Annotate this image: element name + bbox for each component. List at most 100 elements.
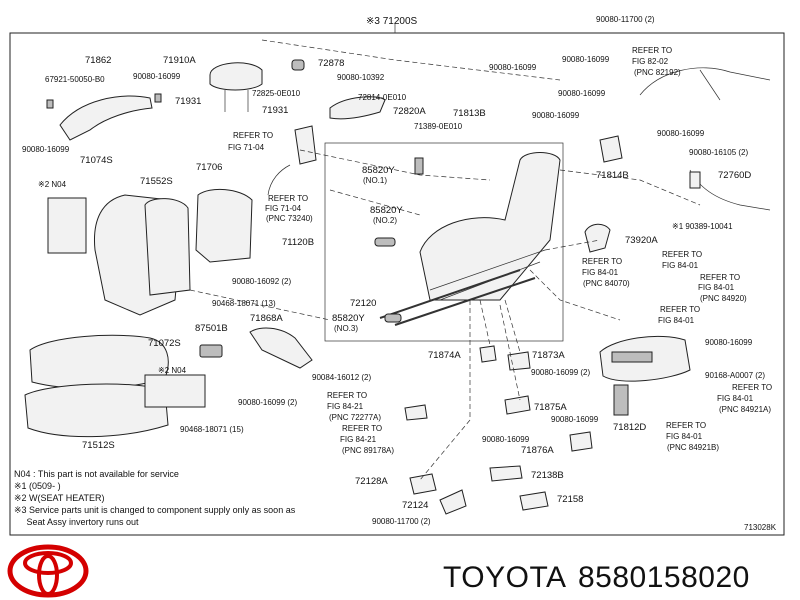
note-line: Seat Assy invertory runs out	[14, 517, 139, 527]
part-label: 73920A	[625, 235, 658, 246]
seat-belt-buckle	[294, 125, 317, 165]
diagram-frame	[9, 32, 785, 536]
ref-label: REFER TO	[342, 424, 382, 433]
ref-label: (PNC 84070)	[583, 279, 630, 288]
part-71873a	[507, 351, 531, 371]
side-cover-71862	[59, 95, 153, 141]
ref-label: REFER TO	[660, 305, 700, 314]
part-label: 72138B	[531, 470, 564, 481]
part-labels: 71862 67921-50050-B0 90080-16099 71910A …	[22, 15, 772, 526]
ref-label: FIG 84-01	[666, 432, 703, 441]
part-label: 71813B	[453, 108, 486, 119]
part-label: (NO.1)	[363, 176, 387, 185]
ref-label: FIG 71-04	[228, 143, 265, 152]
part-label: 67921-50050-B0	[45, 75, 105, 84]
part-label: 90080-16092 (2)	[232, 277, 291, 286]
cushion-pad-71512s	[24, 383, 169, 438]
bolt-icon	[154, 93, 162, 103]
part-label: 90468-18071 (15)	[180, 425, 244, 434]
side-trim-71868a	[249, 327, 313, 369]
part-label: 90080-11700 (2)	[372, 517, 431, 526]
part-label: 72820A	[393, 106, 426, 117]
part-label: 71931	[262, 105, 288, 116]
part-label: 87501B	[195, 323, 228, 334]
seatback-frame-71706	[195, 188, 253, 263]
brand-name: TOYOTA	[443, 561, 567, 594]
headrest-71910a	[209, 62, 263, 91]
part-label: 90080-16099	[562, 55, 610, 64]
connector-icon	[689, 171, 701, 189]
ref-label: FIG 84-01	[662, 261, 699, 270]
part-label: 72128A	[355, 476, 388, 487]
diagram-reference: 713028K	[744, 523, 777, 532]
part-label: 90080-16099	[22, 145, 70, 154]
part-label: 71706	[196, 162, 222, 173]
switch-85820y-2	[374, 237, 396, 247]
ref-label: FIG 84-21	[327, 402, 364, 411]
part-label: 71874A	[428, 350, 461, 361]
note-line: ※3 Service parts unit is changed to comp…	[14, 505, 296, 515]
part-label: 72878	[318, 58, 344, 69]
ref-label: REFER TO	[582, 257, 622, 266]
part-label: 90080-16099	[551, 415, 599, 424]
ref-label: (PNC 72277A)	[329, 413, 381, 422]
part-label: 71814B	[596, 170, 629, 181]
knob-72878	[291, 59, 305, 71]
part-label: 71931	[175, 96, 201, 107]
ref-label: FIG 84-01	[698, 283, 735, 292]
ref-label: FIG 84-21	[340, 435, 377, 444]
part-label: 90080-16099	[532, 111, 580, 120]
ref-label: REFER TO	[268, 194, 308, 203]
ref-label: REFER TO	[662, 250, 702, 259]
part-72124	[439, 489, 467, 515]
ref-label: (PNC 89178A)	[342, 446, 394, 455]
part-label: 90468-18071 (13)	[212, 299, 276, 308]
part-label: 71389-0E010	[414, 122, 463, 131]
part-label: 71074S	[80, 155, 113, 166]
part-label: 72825-0E010	[252, 89, 301, 98]
switch-85820y-3	[384, 313, 402, 323]
switch-85820y-1	[414, 157, 424, 175]
part-label: ※2 N04	[38, 180, 67, 189]
seat-frame-box	[324, 142, 564, 342]
part-label: 72124	[402, 500, 428, 511]
part-label: 71876A	[521, 445, 554, 456]
part-label: 71072S	[148, 338, 181, 349]
part-71874a	[479, 345, 497, 363]
switch-knob	[613, 384, 629, 416]
ref-label: REFER TO	[732, 383, 772, 392]
bolt-icon	[46, 99, 54, 109]
part-label: 90080-11700 (2)	[596, 15, 655, 24]
ref-label: (PNC 84920)	[700, 294, 747, 303]
part-label: 71868A	[250, 313, 283, 324]
part-label: 90080-16099 (2)	[531, 368, 590, 377]
assembly-label: ※3 71200S	[366, 16, 418, 27]
part-label: 90168-A0007 (2)	[705, 371, 765, 380]
part-number: 8580158020	[578, 561, 750, 594]
toyota-logo	[7, 544, 89, 598]
ref-label: REFER TO	[700, 273, 740, 282]
part-label: 72158	[557, 494, 583, 505]
armrest-72820a	[329, 96, 386, 120]
part-label: 72120	[350, 298, 376, 309]
part-label: 90084-16012 (2)	[312, 373, 371, 382]
seatback-pad-71552s	[144, 198, 191, 296]
ref-label: FIG 71-04	[265, 204, 302, 213]
ref-label: FIG 82-02	[632, 57, 669, 66]
part-71876a	[569, 431, 593, 452]
part-label: (NO.3)	[334, 324, 358, 333]
ref-label: REFER TO	[666, 421, 706, 430]
ref-label: FIG 84-01	[582, 268, 619, 277]
part-label: 72814-0E010	[358, 93, 407, 102]
ref-label: REFER TO	[632, 46, 672, 55]
part-label: 71512S	[82, 440, 115, 451]
part-label: 90080-16099	[489, 63, 537, 72]
part-label: 71862	[85, 55, 111, 66]
part-label: 90080-16099	[133, 72, 181, 81]
part-label: 71552S	[140, 176, 173, 187]
part-label: 90080-16099	[705, 338, 753, 347]
part-label: 71875A	[534, 402, 567, 413]
connector-87501b	[199, 344, 223, 358]
ref-label: REFER TO	[233, 131, 273, 140]
